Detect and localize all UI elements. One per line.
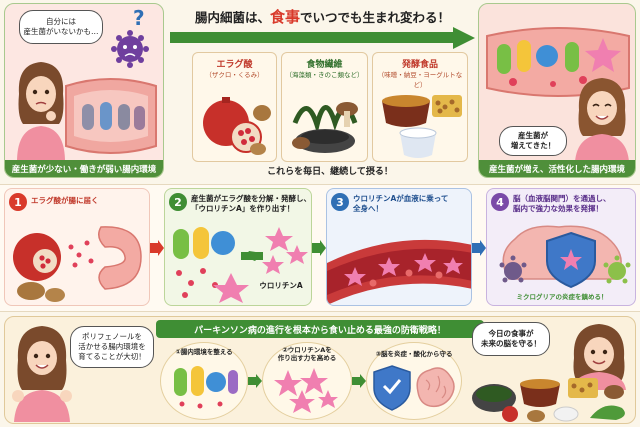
strategy-1-text: ①腸内環境を整える — [175, 348, 233, 356]
step-arrow-2 — [312, 240, 326, 256]
seaweed-mushroom-icon — [292, 102, 358, 153]
healthy-gut-illustration — [486, 27, 630, 97]
weak-bacteria-2 — [100, 102, 112, 130]
weak-bacteria-1 — [82, 104, 94, 130]
food-name-dietary-fiber: 食物繊維 — [306, 60, 343, 70]
top-progress-arrow — [170, 27, 475, 49]
step-2-text: 産生菌がエラグ酸を分解・発酵し、 「ウロリチンA」を作り出す！ — [191, 194, 311, 213]
sad-bacteria-icon — [111, 30, 149, 68]
page-title: 腸内細菌は、食事でいつでも生まれ変わる！ — [180, 6, 465, 27]
step-1-text: エラグ酸が腸に届く — [31, 196, 99, 205]
continue-instruction: これらを毎日、継続して摂る！ — [267, 167, 393, 177]
praying-woman-icon — [572, 324, 626, 390]
gut-illustration — [65, 78, 157, 154]
step-3-number: 3 — [331, 193, 349, 211]
food-card-dietary-fiber: 食物繊維 （海藻類・きのこ類など） — [281, 52, 368, 162]
strategy-1-bacteria-icon — [174, 366, 238, 409]
future-brain-speech-bubble: 今日の食事が 未来の脳を守る！ — [472, 322, 550, 356]
miso-natto-yogurt-icon — [382, 95, 462, 158]
step-4-number: 4 — [491, 193, 509, 211]
title-accent: 食事 — [269, 8, 300, 26]
food-card-ellagic-acid: エラグ酸 （ザクロ・くるみ） — [192, 52, 277, 162]
strategy-banner: パーキンソン病の進行を根本から食い止める最強の防衛戦略！ — [156, 320, 484, 338]
step-2-number: 2 — [169, 193, 187, 211]
bacteria-producing-urolithin-icon — [173, 227, 308, 303]
food-detail-dietary-fiber: （海藻類・きのこ類など） — [285, 71, 364, 79]
pomegranate-walnut-icon — [203, 97, 271, 155]
title-suffix: でいつでも生まれ変わる！ — [300, 10, 451, 25]
question-mark: ? — [133, 6, 145, 30]
happy-bacteria-green — [497, 44, 511, 74]
microglia-bad-icon — [499, 255, 527, 283]
poor-gut-caption: 産生菌が少ない・働きが弱い腸内環境 — [5, 160, 163, 177]
step-4-panel: 4 脳（血液脳関門）を通過し、 脳内で強力な効果を発揮！ ミクログリアの炎症を鎮… — [486, 188, 636, 306]
step-4-text: 脳（血液脳関門）を通過し、 脳内で強力な効果を発揮！ — [513, 194, 611, 213]
urolithin-star-icon — [585, 38, 621, 72]
step-1-number: 1 — [9, 193, 27, 211]
step-arrow-1 — [150, 240, 164, 256]
brain-shield-icon — [499, 225, 631, 289]
healthy-gut-caption: 産生菌が増え、活性化した腸内環境 — [479, 160, 635, 177]
pomegranate-to-gut-icon — [13, 226, 142, 302]
title-prefix: 腸内細菌は、 — [194, 10, 270, 25]
step-1-panel: 1 エラグ酸が腸に届く — [4, 188, 150, 306]
happy-speech-bubble: 産生菌が 増えてきた！ — [499, 126, 567, 156]
cheering-woman-icon — [12, 326, 72, 422]
microglia-calm-icon — [603, 255, 631, 284]
weak-bacteria-3 — [118, 104, 130, 130]
strategy-arrow-1 — [248, 374, 262, 388]
worried-woman-icon — [17, 62, 65, 162]
healthy-meal-icon — [472, 378, 625, 422]
strategy-arrow-2 — [352, 374, 366, 388]
microglia-label: ミクログリアの炎症を鎮める！ — [516, 293, 608, 301]
strategy-3-text: ③脳を炎症・酸化から守る — [375, 350, 453, 358]
food-detail-fermented-food: （味噌・納豆・ヨーグルトなど） — [377, 71, 463, 89]
blood-vessel-icon — [327, 239, 471, 305]
strategy-3-shield-brain-icon — [373, 365, 455, 411]
urolithin-a-label: ウロリチンA — [259, 281, 303, 290]
strategy-2-urolithin-icon — [274, 368, 338, 413]
worried-thought-bubble: 自分には 産生菌がいないかも… — [19, 10, 103, 44]
panel-healthy-gut: 産生菌が 増えてきた！ 産生菌が増え、活性化した腸内環境 — [478, 3, 636, 178]
food-detail-ellagic-acid: （ザクロ・くるみ） — [205, 71, 264, 79]
food-name-ellagic-acid: エラグ酸 — [216, 60, 253, 70]
strategy-2-text: ②ウロリチンAを 作り出す力を高める — [277, 346, 337, 363]
happy-woman-icon — [575, 78, 629, 162]
happy-bacteria-yellow — [517, 40, 531, 72]
food-name-fermented-food: 発酵食品 — [401, 60, 438, 70]
step-2-panel: 2 産生菌がエラグ酸を分解・発酵し、 「ウロリチンA」を作り出す！ ウロリチンA — [164, 188, 312, 306]
advice-speech-bubble: ポリフェノールを 活かせる腸内環境を 育てることが大切！ — [70, 326, 154, 368]
happy-bacteria-blue — [536, 45, 558, 67]
happy-bacteria-green-2 — [565, 42, 579, 72]
step-3-text: ウロリチンAが血液に乗って 全身へ！ — [353, 194, 449, 213]
food-card-fermented-food: 発酵食品 （味噌・納豆・ヨーグルトなど） — [372, 52, 468, 162]
panel-poor-gut: 自分には 産生菌がいないかも… ? 産生菌が少ない・働きが弱い腸内環境 — [4, 3, 164, 178]
weak-bacteria-4 — [134, 106, 145, 130]
step-3-panel: 3 ウロリチンAが血液に乗って 全身へ！ — [326, 188, 472, 306]
step-arrow-3 — [472, 240, 486, 256]
